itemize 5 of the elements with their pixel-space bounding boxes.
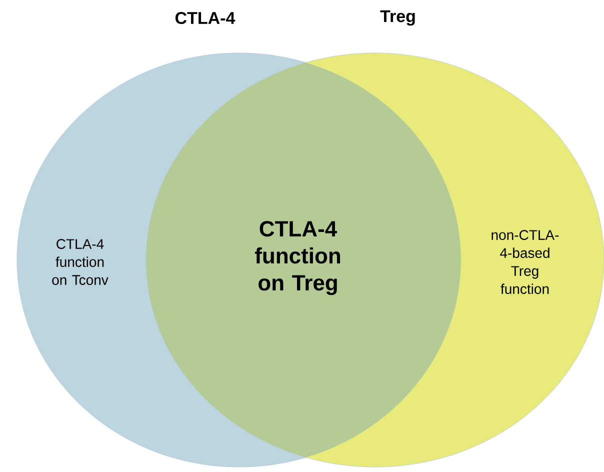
overlap-label: CTLA-4 function on Treg <box>255 220 340 295</box>
set-description: CTLA-4 function on Tconv <box>52 239 108 285</box>
set-description: non-CTLA-4-based Treg function <box>492 230 559 294</box>
set-heading: Treg <box>380 10 415 26</box>
set-heading: CTLA-4 <box>175 12 236 24</box>
